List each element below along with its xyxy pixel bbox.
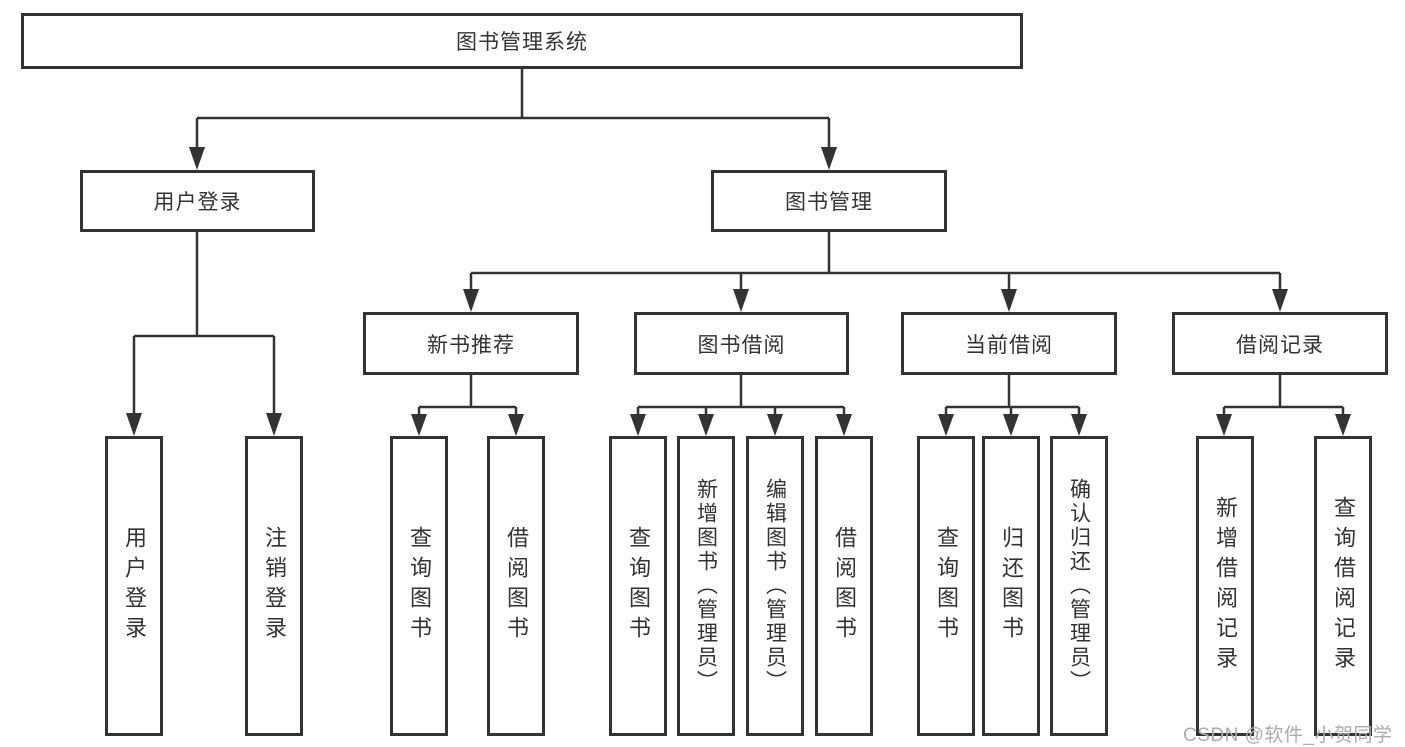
leaf-borrow-books-recommend: 借阅图书 — [487, 436, 545, 736]
leaf-edit-book-admin: 编辑图书（管理员） — [746, 436, 804, 736]
connector-borrow-records — [1216, 375, 1351, 436]
node-current-borrow-label: 当前借阅 — [965, 333, 1053, 357]
leaf-add-book-admin-label: 新增图书（管理员） — [694, 478, 718, 694]
csdn-watermark: CSDN @软件_小贺同学 — [1183, 725, 1393, 746]
leaf-borrow-books-label: 借阅图书 — [832, 526, 857, 646]
node-new-book-recommend-label: 新书推荐 — [427, 333, 515, 357]
node-book-borrow: 图书借阅 — [634, 312, 849, 375]
leaf-query-books-borrow: 查询图书 — [609, 436, 667, 736]
node-system-title: 图书管理系统 — [21, 13, 1023, 69]
leaf-query-books-current-label: 查询图书 — [934, 526, 959, 646]
node-user-login-label: 用户登录 — [153, 191, 242, 214]
node-book-management: 图书管理 — [711, 170, 947, 232]
node-system-title-label: 图书管理系统 — [456, 31, 588, 54]
node-user-login: 用户登录 — [80, 170, 315, 232]
node-borrow-records: 借阅记录 — [1172, 312, 1388, 375]
connector-root — [189, 69, 837, 170]
node-new-book-recommend: 新书推荐 — [363, 312, 579, 375]
leaf-edit-book-admin-label: 编辑图书（管理员） — [763, 478, 787, 694]
leaf-query-books-recommend-label: 查询图书 — [407, 526, 432, 646]
leaf-query-borrow-record-label: 查询借阅记录 — [1331, 496, 1356, 676]
node-borrow-records-label: 借阅记录 — [1236, 333, 1324, 357]
leaf-query-books-borrow-label: 查询图书 — [626, 526, 651, 646]
connector-new-book-recommend — [411, 375, 524, 436]
leaf-query-borrow-record: 查询借阅记录 — [1314, 436, 1372, 736]
connector-book-management — [463, 232, 1288, 312]
connector-user-login — [126, 232, 282, 436]
leaf-add-borrow-record: 新增借阅记录 — [1196, 436, 1254, 736]
leaf-return-books: 归还图书 — [982, 436, 1040, 736]
leaf-borrow-books: 借阅图书 — [815, 436, 873, 736]
leaf-return-books-label: 归还图书 — [999, 526, 1024, 646]
node-book-borrow-label: 图书借阅 — [697, 333, 786, 357]
leaf-add-book-admin: 新增图书（管理员） — [677, 436, 735, 736]
leaf-confirm-return-admin-label: 确认归还（管理员） — [1067, 478, 1091, 694]
leaf-logout-login-label: 注销登录 — [262, 526, 287, 646]
leaf-user-login: 用户登录 — [105, 436, 163, 736]
leaf-logout-login: 注销登录 — [245, 436, 303, 736]
leaf-borrow-books-recommend-label: 借阅图书 — [504, 526, 529, 646]
node-book-management-label: 图书管理 — [785, 191, 873, 214]
connector-current-borrow — [938, 375, 1087, 436]
leaf-query-books-recommend: 查询图书 — [390, 436, 448, 736]
leaf-confirm-return-admin: 确认归还（管理员） — [1050, 436, 1108, 736]
node-current-borrow: 当前借阅 — [901, 312, 1117, 375]
leaf-user-login-label: 用户登录 — [122, 526, 147, 646]
connector-book-borrow — [630, 375, 852, 436]
leaf-add-borrow-record-label: 新增借阅记录 — [1213, 496, 1238, 676]
leaf-query-books-current: 查询图书 — [917, 436, 975, 736]
